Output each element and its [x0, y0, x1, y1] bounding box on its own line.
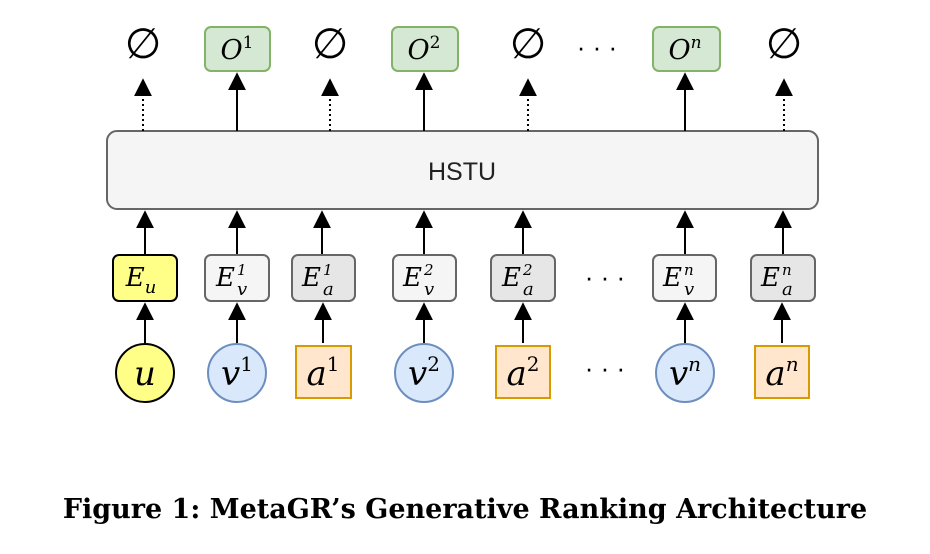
- svg-text:O2: O2: [408, 33, 441, 66]
- svg-text:On: On: [668, 33, 701, 66]
- embedding-row: Eu E 1 v E 1 a E 2 v E 2 a · · ·: [112, 254, 816, 302]
- svg-text:a: a: [323, 279, 334, 300]
- svg-text:O1: O1: [221, 33, 254, 66]
- figure-caption: Figure 1: MetaGR’s Generative Ranking Ar…: [62, 494, 868, 525]
- svg-text:u: u: [134, 354, 156, 394]
- input-item-n: vn: [655, 343, 715, 403]
- empty-output-3: ∅: [510, 20, 547, 67]
- embedding-ellipsis: · · ·: [585, 262, 625, 292]
- embedding-to-hstu-arrows: [136, 210, 792, 255]
- svg-text:v: v: [237, 279, 247, 300]
- hstu-label: HSTU: [428, 158, 496, 186]
- svg-text:E: E: [662, 263, 682, 293]
- output-ellipsis: · · ·: [577, 32, 617, 62]
- embedding-action-1: E 1 a: [291, 254, 356, 302]
- output-row: ∅ O1 ∅ O2 ∅ · · · On ∅: [125, 20, 803, 72]
- svg-text:E: E: [301, 263, 321, 293]
- svg-text:v: v: [684, 279, 694, 300]
- empty-output-1: ∅: [125, 20, 162, 67]
- embedding-item-1: E 1 v: [204, 254, 270, 302]
- input-action-2: a2: [495, 345, 551, 399]
- input-item-2: v2: [394, 343, 454, 403]
- svg-text:Eu: Eu: [125, 263, 157, 298]
- input-action-n: an: [754, 345, 810, 399]
- svg-text:vn: vn: [669, 352, 701, 394]
- embedding-item-n: E n v: [652, 254, 717, 302]
- output-arrows: [134, 72, 793, 131]
- svg-text:2: 2: [522, 261, 533, 279]
- embedding-action-2: E 2 a: [490, 254, 556, 302]
- svg-text:2: 2: [423, 261, 434, 279]
- hstu-block: [106, 130, 819, 210]
- svg-text:1: 1: [323, 261, 333, 279]
- svg-text:E: E: [760, 263, 780, 293]
- svg-text:1: 1: [237, 261, 247, 279]
- svg-text:v: v: [424, 279, 434, 300]
- svg-text:E: E: [402, 263, 422, 293]
- embedding-user: Eu: [112, 254, 178, 302]
- input-action-1: a1: [295, 345, 352, 399]
- input-item-1: v1: [207, 343, 267, 403]
- svg-text:n: n: [684, 261, 694, 279]
- input-user: u: [115, 343, 175, 403]
- svg-text:E: E: [501, 263, 521, 293]
- svg-text:n: n: [782, 261, 792, 279]
- svg-text:E: E: [215, 263, 235, 293]
- svg-text:a2: a2: [506, 352, 539, 394]
- svg-text:an: an: [765, 352, 798, 394]
- svg-text:v2: v2: [408, 352, 440, 394]
- output-box-2: O2: [391, 26, 459, 72]
- svg-text:v1: v1: [221, 352, 253, 394]
- svg-text:a: a: [523, 279, 534, 300]
- input-row: u v1 a1 v2 a2 · · · vn an: [115, 343, 810, 403]
- empty-output-4: ∅: [766, 20, 803, 67]
- embedding-item-2: E 2 v: [392, 254, 457, 302]
- output-box-n: On: [652, 26, 721, 72]
- input-to-embedding-arrows: [136, 302, 791, 343]
- embedding-action-n: E n a: [750, 254, 816, 302]
- output-box-1: O1: [204, 26, 271, 72]
- empty-output-2: ∅: [312, 20, 349, 67]
- svg-text:a1: a1: [306, 352, 339, 394]
- svg-text:a: a: [782, 279, 793, 300]
- input-ellipsis: · · ·: [585, 353, 625, 383]
